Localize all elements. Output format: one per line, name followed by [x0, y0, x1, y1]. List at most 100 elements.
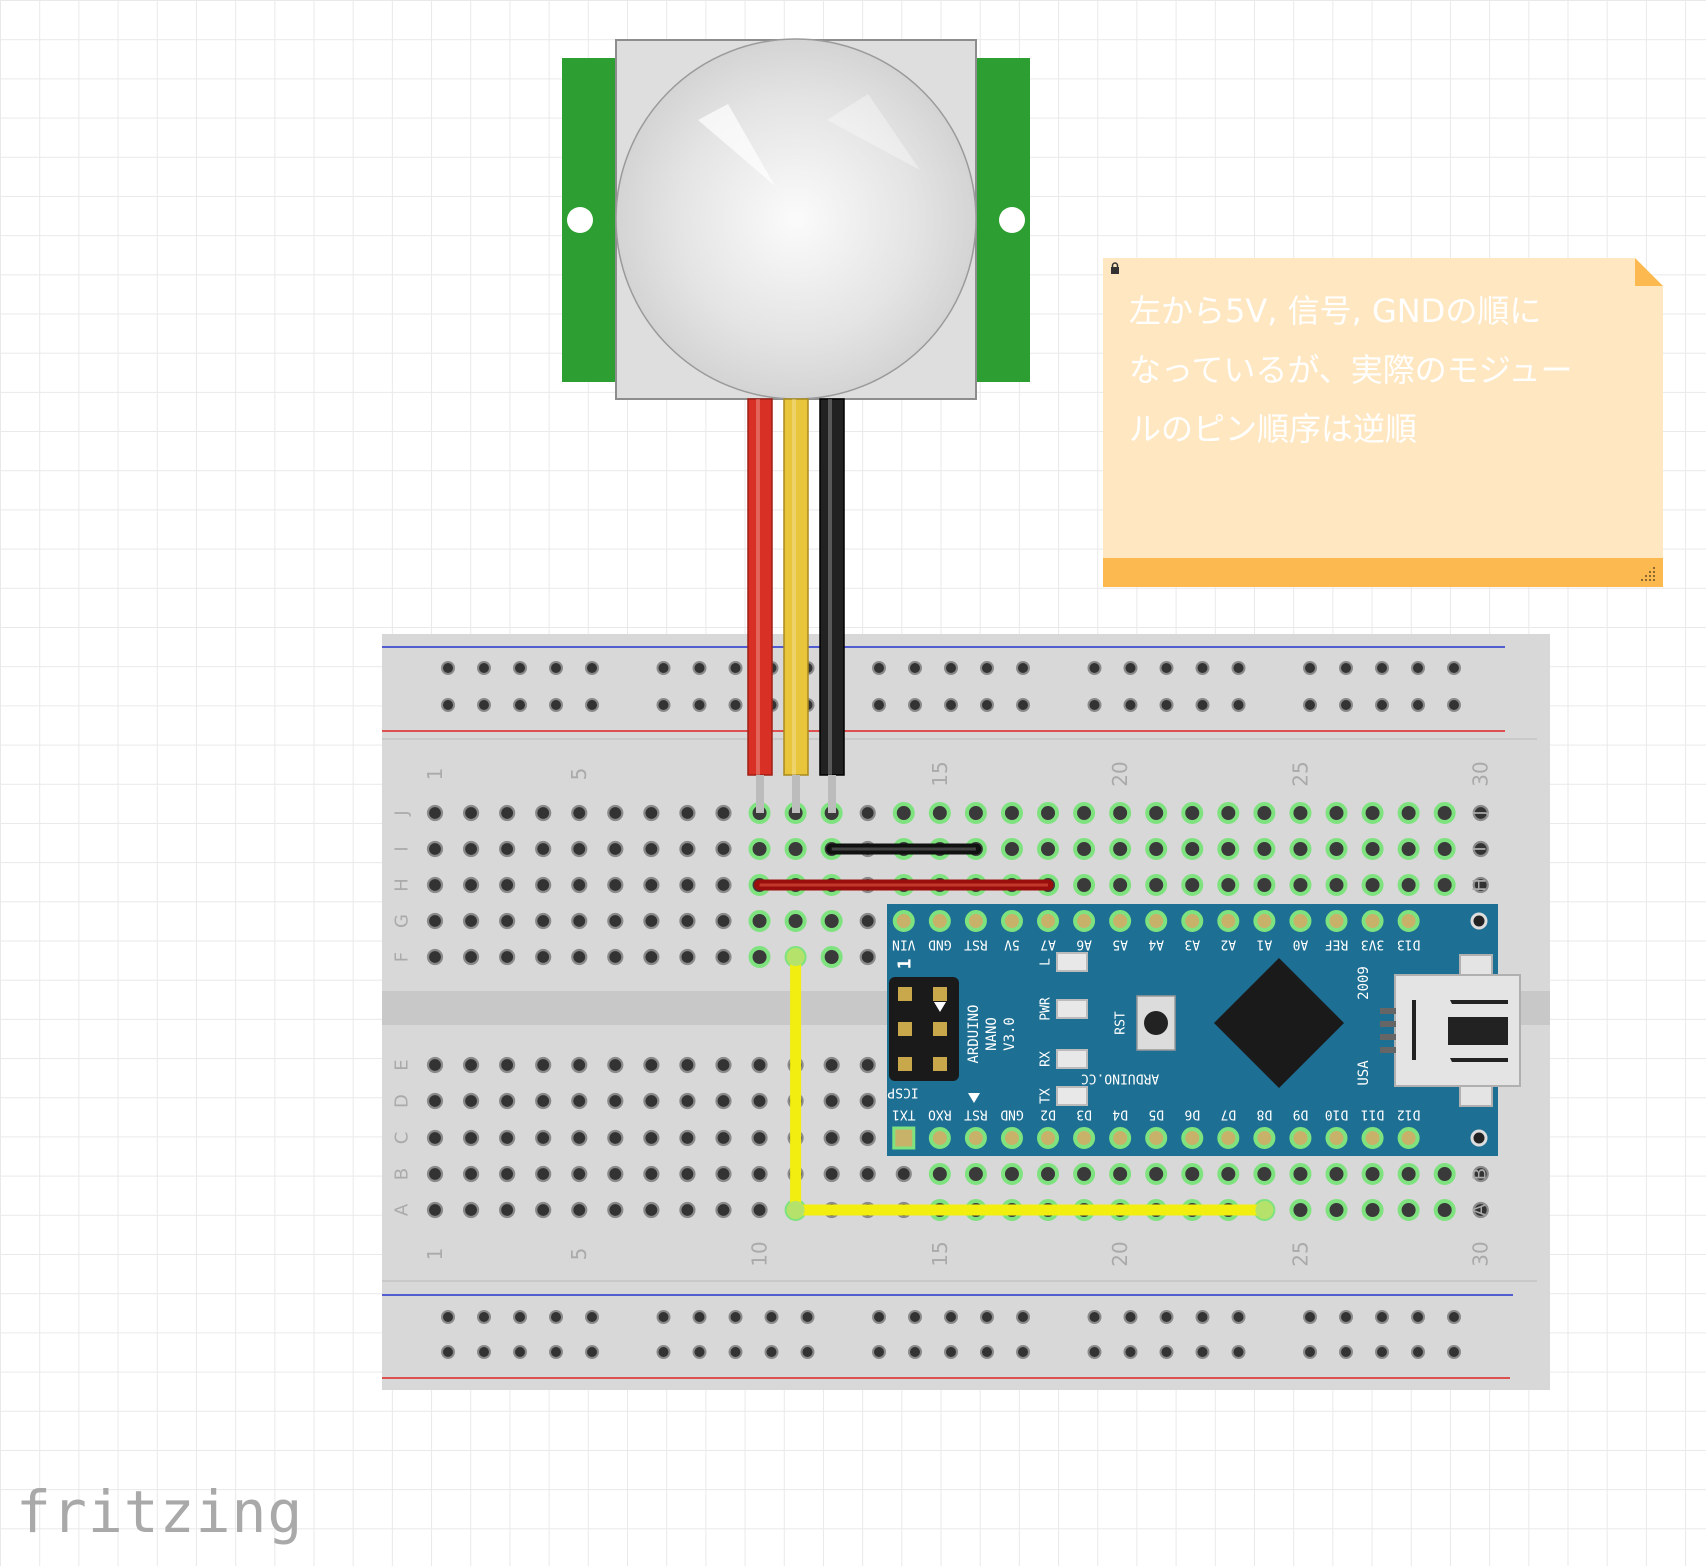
rail-hole: [1411, 1310, 1425, 1324]
breadboard-hole: [715, 948, 732, 966]
mounting-hole: [1470, 912, 1488, 930]
breadboard-hole: [859, 804, 876, 822]
breadboard-hole: [1217, 802, 1240, 824]
breadboard-hole: [1397, 838, 1420, 860]
breadboard-hole: [823, 1092, 840, 1110]
breadboard-hole: [1253, 874, 1276, 896]
breadboard-hole: [1433, 802, 1456, 824]
rail-hole: [1195, 698, 1210, 712]
note-line: なっているが、実際のモジュー: [1129, 351, 1573, 389]
breadboard-hole: [1472, 876, 1489, 894]
rail-hole: [1411, 698, 1425, 712]
breadboard-hole: [462, 1056, 480, 1074]
rail-separator: [382, 1280, 1537, 1282]
breadboard-hole: [1217, 874, 1240, 896]
arduino-pin: [1217, 910, 1240, 932]
breadboard-hole: [679, 1201, 696, 1219]
breadboard-hole: [820, 946, 843, 968]
breadboard-hole: [462, 912, 480, 930]
arduino-pin: [1361, 910, 1384, 932]
breadboard-hole: [462, 1201, 480, 1219]
breadboard-hole: [571, 1129, 588, 1147]
breadboard-hole: [751, 1129, 768, 1147]
breadboard-hole: [499, 840, 516, 858]
breadboard-hole: [1000, 802, 1023, 824]
breadboard-hole: [1397, 1163, 1420, 1185]
breadboard-hole: [1073, 874, 1096, 896]
sensor-wire-pin: [792, 775, 800, 813]
breadboard-hole: [571, 840, 588, 858]
breadboard-hole: [679, 1056, 696, 1074]
breadboard-hole: [679, 1092, 696, 1110]
breadboard-hole: [748, 946, 771, 968]
icsp-pin: [933, 1022, 947, 1036]
rail-hole: [908, 1345, 922, 1359]
arduino-pin: [1289, 1127, 1312, 1149]
usb-lead: [1380, 1047, 1396, 1053]
breadboard-hole: [643, 1165, 660, 1183]
breadboard-hole: [784, 838, 807, 860]
arduino-pin: [1181, 1127, 1204, 1149]
rail-hole: [513, 661, 527, 675]
breadboard-hole: [535, 948, 552, 966]
breadboard-hole: [571, 948, 588, 966]
note-body: [1103, 258, 1663, 558]
rail-hole: [477, 698, 491, 712]
rail-hole: [1447, 698, 1461, 712]
breadboard-hole: [1325, 1199, 1348, 1221]
pin-label: GND: [1000, 1107, 1024, 1122]
breadboard-hole: [426, 948, 444, 966]
breadboard-hole: [1109, 874, 1132, 896]
pin-label: A1: [1257, 937, 1273, 952]
rail-hole: [692, 1345, 707, 1359]
breadboard-hole: [1073, 838, 1096, 860]
pir-sensor[interactable]: [562, 38, 1030, 813]
reset-button: [1136, 995, 1176, 1051]
rail-hole: [944, 698, 958, 712]
rail-hole: [656, 661, 671, 675]
pin-label: D6: [1184, 1107, 1200, 1122]
row-letter: A: [1470, 1203, 1491, 1216]
pin-label: RXO: [928, 1107, 952, 1122]
rail-hole: [800, 1345, 815, 1359]
resize-grip-icon[interactable]: [1639, 565, 1657, 583]
breadboard-hole: [1217, 1163, 1240, 1185]
breadboard-hole: [1433, 838, 1456, 860]
arduino-pin: [1325, 910, 1348, 932]
sensor-wire-shine: [828, 399, 832, 775]
rail-hole: [1087, 661, 1102, 675]
arduino-pin: [1109, 910, 1132, 932]
icsp-pin: [898, 1022, 912, 1036]
breadboard-hole: [426, 1201, 444, 1219]
pin-label: A3: [1184, 937, 1200, 952]
sensor-wire: [747, 398, 773, 776]
sticky-note[interactable]: 左から5V, 信号, GNDの順に なっているが、実際のモジュー ルのピン順序は…: [1103, 258, 1663, 587]
breadboard-hole: [748, 838, 771, 860]
breadboard-hole: [426, 804, 444, 822]
column-number: 1: [423, 1248, 447, 1261]
pin-label: A2: [1220, 937, 1236, 952]
breadboard-hole: [715, 1129, 732, 1147]
breadboard-hole: [571, 912, 588, 930]
dome-highlight: [698, 104, 775, 186]
arduino-pin: [1289, 910, 1312, 932]
note-text: 左から5V, 信号, GNDの順に なっているが、実際のモジュー ルのピン順序は…: [1129, 282, 1649, 459]
rail-hole: [1016, 661, 1030, 675]
jumper-end: [786, 948, 805, 966]
breadboard-hole: [607, 804, 624, 822]
pin-label: D12: [1397, 1107, 1420, 1122]
breadboard-hole: [426, 1165, 444, 1183]
icsp-pin: [933, 987, 947, 1001]
breadboard-hole: [499, 1129, 516, 1147]
usb-lead: [1380, 1008, 1396, 1014]
rail-hole: [1303, 661, 1317, 675]
rail-hole: [908, 1310, 922, 1324]
breadboard-hole: [751, 1201, 768, 1219]
column-number: 5: [567, 1248, 591, 1261]
sensor-wire: [819, 398, 845, 776]
rail-hole: [728, 1345, 743, 1359]
icsp-pin1-label: 1: [895, 959, 916, 970]
column-number: 30: [1469, 761, 1493, 786]
